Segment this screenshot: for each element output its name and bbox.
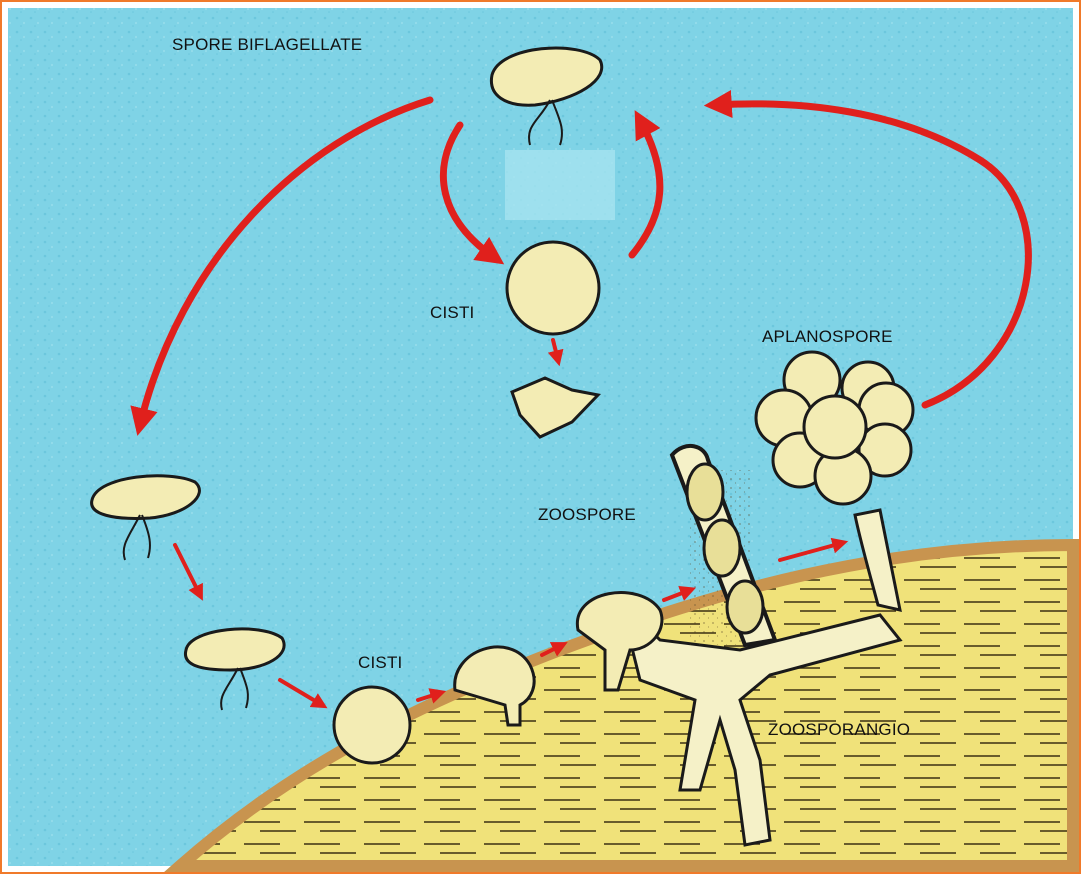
cyst-on-host-1 — [334, 687, 410, 763]
label-spore-biflagellate: SPORE BIFLAGELLATE — [172, 35, 362, 54]
label-aplanospore: APLANOSPORE — [762, 327, 893, 346]
zoospore-1 — [687, 464, 723, 520]
label-zoosporangio: ZOOSPORANGIO — [768, 720, 910, 739]
label-zoospore: ZOOSPORE — [538, 505, 636, 524]
cyst-top — [507, 242, 599, 334]
zoospore-3 — [727, 581, 763, 633]
zoospore-2 — [704, 520, 740, 576]
label-cisti-top: CISTI — [430, 303, 474, 322]
pale-water-patch — [505, 150, 615, 220]
label-cisti-bottom: CISTI — [358, 653, 402, 672]
